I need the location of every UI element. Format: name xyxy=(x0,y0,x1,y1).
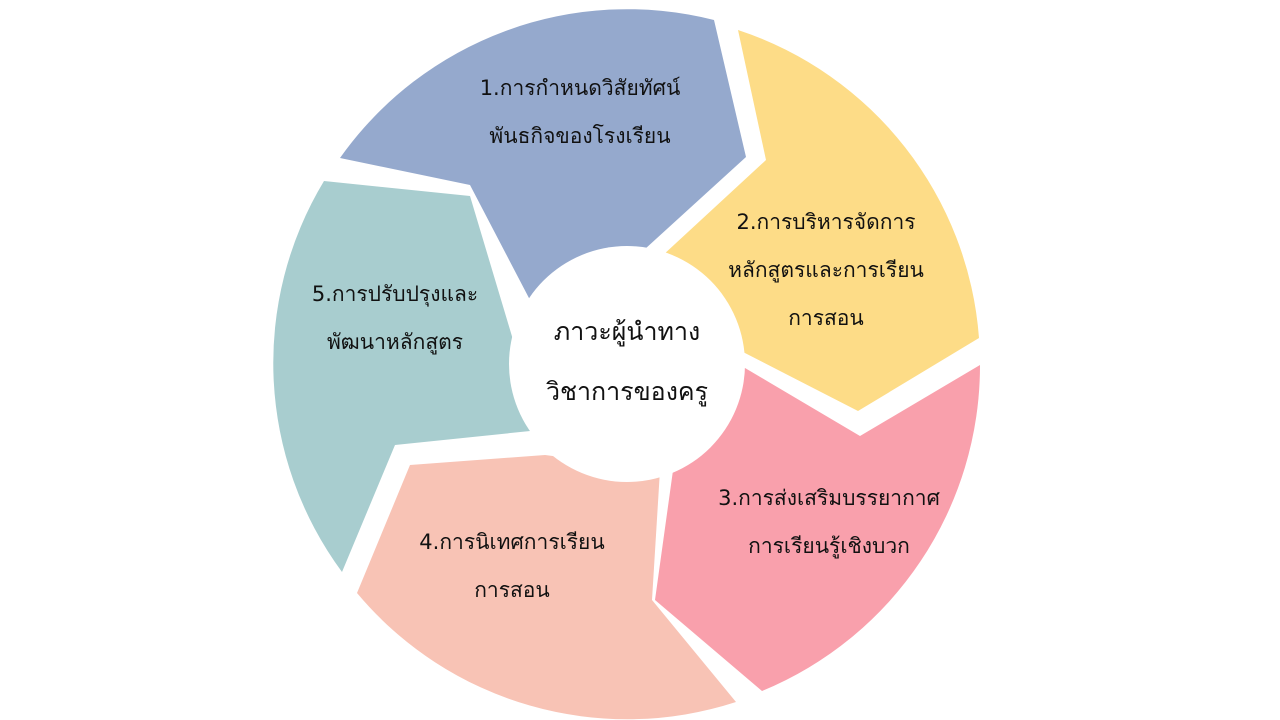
segment-2-label: 2.การบริหารจัดการ หลักสูตรและการเรียน กา… xyxy=(728,198,924,342)
segment-2-line2: หลักสูตรและการเรียน xyxy=(728,258,924,282)
segment-5-label: 5.การปรับปรุงและ พัฒนาหลักสูตร xyxy=(312,270,478,366)
segment-3-line1: 3.การส่งเสริมบรรยากาศ xyxy=(718,486,940,510)
segment-4-label: 4.การนิเทศการเรียน การสอน xyxy=(419,518,604,614)
segment-5-line1: 5.การปรับปรุงและ xyxy=(311,282,479,306)
segment-2-curriculum xyxy=(662,30,979,411)
center-label: ภาวะผู้นำทาง วิชาการของครู xyxy=(546,302,708,422)
center-line2: วิชาการของครู xyxy=(545,377,709,406)
segment-1-line1: 1.การกำหนดวิสัยทัศน์ xyxy=(479,76,681,100)
segment-3-atmosphere xyxy=(655,365,981,691)
segment-5-line2: พัฒนาหลักสูตร xyxy=(326,330,464,354)
segment-3-line2: การเรียนรู้เชิงบวก xyxy=(748,534,910,558)
segment-1-vision xyxy=(340,9,746,300)
segment-3-label: 3.การส่งเสริมบรรยากาศ การเรียนรู้เชิงบวก xyxy=(718,474,940,570)
segment-2-line3: การสอน xyxy=(788,306,864,330)
center-circle xyxy=(509,246,745,482)
segment-2-line1: 2.การบริหารจัดการ xyxy=(736,210,916,234)
segment-4-line1: 4.การนิเทศการเรียน xyxy=(419,530,605,554)
center-line1: ภาวะผู้นำทาง xyxy=(553,317,701,346)
segment-4-supervision xyxy=(357,455,736,720)
segment-4-line2: การสอน xyxy=(474,578,550,602)
segment-5-improvement xyxy=(273,181,540,572)
segment-1-line2: พันธกิจของโรงเรียน xyxy=(489,124,671,148)
segment-1-label: 1.การกำหนดวิสัยทัศน์ พันธกิจของโรงเรียน xyxy=(480,64,681,160)
